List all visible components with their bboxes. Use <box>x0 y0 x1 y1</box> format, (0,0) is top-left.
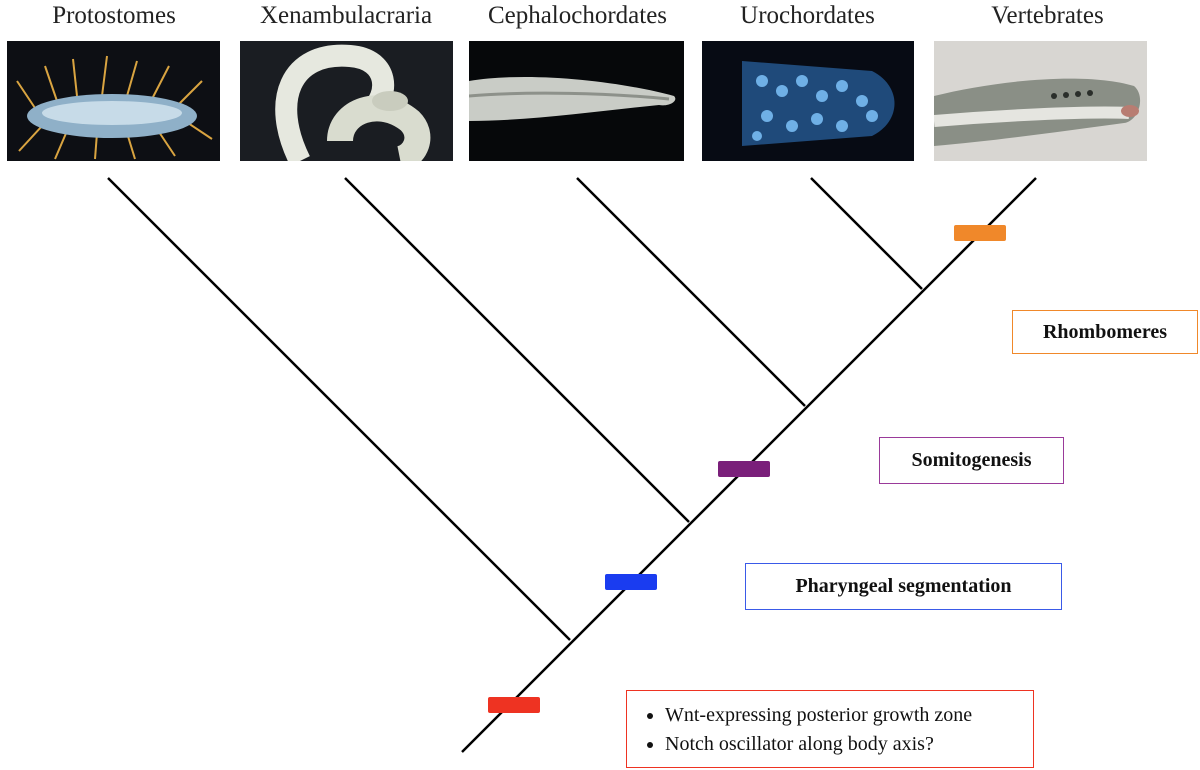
bristle-worm-photo <box>7 41 220 161</box>
rhombomeres-marker <box>954 225 1006 241</box>
taxon-label-urochordates: Urochordates <box>740 2 875 29</box>
acorn-worm-photo <box>240 41 453 161</box>
taxon-label-vertebrates: Vertebrates <box>991 2 1104 29</box>
xenambulacraria-branch <box>344 177 690 523</box>
trait-item-wnt-growth-zone: Wnt-expressing posterior growth zone <box>665 701 1023 730</box>
tunicate-photo <box>702 41 914 161</box>
somitogenesis-marker <box>718 461 770 477</box>
ancestral-traits-marker <box>488 697 540 713</box>
cephalochordate-branch <box>576 177 806 407</box>
taxon-label-cephalochordates: Cephalochordates <box>487 2 668 29</box>
trait-item-notch-oscillator: Notch oscillator along body axis? <box>665 730 1023 759</box>
lamprey-photo <box>934 41 1147 161</box>
pharyngeal-segmentation-box: Pharyngeal segmentation <box>745 563 1062 610</box>
ancestral-traits-list: Wnt-expressing posterior growth zone Not… <box>645 701 1023 759</box>
pharyngeal-segmentation-marker <box>605 574 657 590</box>
lancelet-photo <box>469 41 684 161</box>
somitogenesis-box: Somitogenesis <box>879 437 1064 484</box>
taxon-label-protostomes: Protostomes <box>52 2 176 29</box>
rhombomeres-box: Rhombomeres <box>1012 310 1198 354</box>
protostome-branch <box>107 177 571 641</box>
taxon-label-xenambulacraria: Xenambulacraria <box>259 2 433 29</box>
ancestral-traits-box: Wnt-expressing posterior growth zone Not… <box>626 690 1034 768</box>
urochordate-branch <box>810 177 923 290</box>
